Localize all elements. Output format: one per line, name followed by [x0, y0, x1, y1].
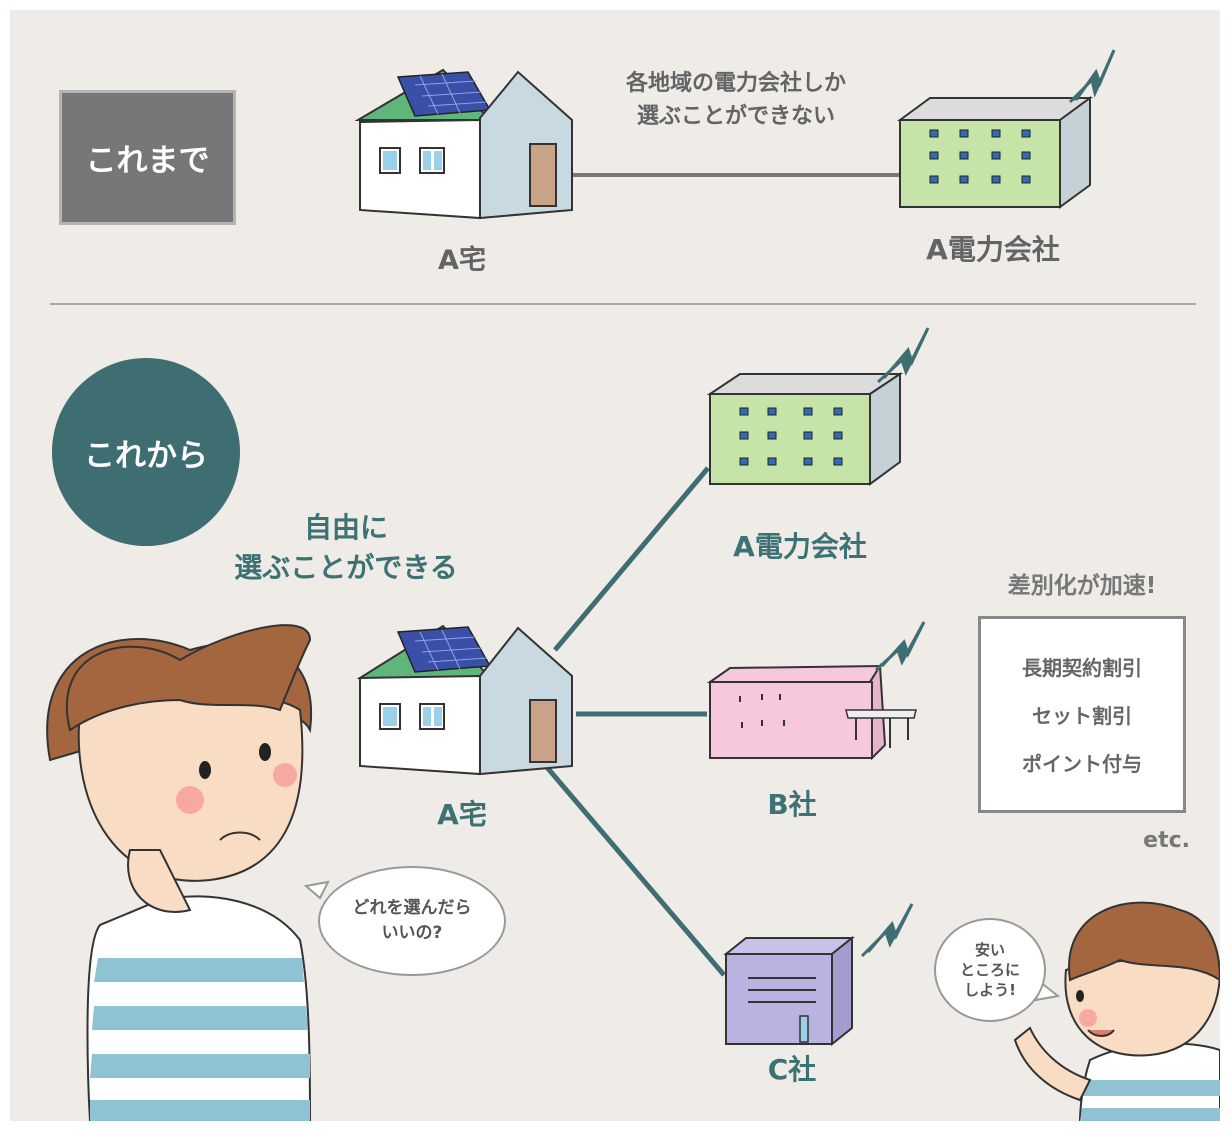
diff-item-points: ポイント付与 — [1022, 752, 1142, 776]
power-company-building-a — [706, 372, 904, 486]
speech-bubble-boy-line2: ところに — [959, 961, 1020, 979]
connection-line-a — [553, 466, 710, 652]
company-building-b — [706, 662, 917, 761]
before-caption-line2: 選ぶことができない — [636, 104, 835, 129]
after-headline-line2: 選ぶことができる — [234, 551, 458, 584]
before-caption-line1: 各地域の電力会社しか — [625, 71, 846, 96]
speech-bubble-boy-line1: 安い — [974, 941, 1005, 959]
house-icon-top — [354, 68, 573, 220]
speech-bubble-woman: どれを選んだら いいの? — [318, 866, 506, 976]
before-company-label: A電力会社 — [926, 233, 1060, 266]
speech-bubble-boy: 安い ところに しよう! — [934, 918, 1046, 1022]
lightning-icon-c — [860, 903, 914, 958]
after-headline: 自由に 選ぶことができる — [206, 508, 486, 588]
diff-list-box: 長期契約割引 セット割引 ポイント付与 — [978, 616, 1186, 813]
diff-item-long-term-discount: 長期契約割引 — [1022, 656, 1142, 680]
power-company-building-top — [896, 96, 1094, 209]
before-house-label: A宅 — [438, 245, 486, 276]
lightning-icon-a — [876, 327, 930, 384]
speech-bubble-woman-line2: いいの? — [381, 923, 443, 943]
speech-bubble-boy-line3: しよう! — [964, 981, 1016, 999]
before-caption: 各地域の電力会社しか 選ぶことができない — [596, 67, 876, 133]
diff-item-set-discount: セット割引 — [1032, 704, 1132, 728]
boy-character-illustration — [1013, 901, 1220, 1121]
after-badge: これから — [52, 358, 240, 546]
company-c-label: C社 — [767, 1053, 817, 1086]
woman-character-illustration — [46, 624, 313, 1121]
after-house-label: A宅 — [437, 798, 487, 831]
lightning-icon — [1068, 49, 1116, 104]
speech-bubble-woman-line1: どれを選んだら — [352, 898, 472, 918]
section-divider — [50, 303, 1196, 305]
speech-bubble-tail-woman — [303, 880, 330, 900]
company-building-c — [723, 935, 855, 1047]
etc-label: etc. — [1143, 828, 1190, 853]
diff-title: 差別化が加速! — [1007, 573, 1157, 599]
after-headline-line1: 自由に — [303, 511, 388, 544]
connection-line-c — [543, 763, 726, 977]
diagram-canvas: これまで 各地域の電力会社しか 選ぶことができない A宅 A電力会社 これから … — [10, 10, 1220, 1121]
diagram-graphics — [46, 49, 1220, 1121]
company-b-label: B社 — [767, 788, 817, 821]
house-icon-bottom — [356, 624, 573, 776]
lightning-icon-b — [874, 621, 926, 672]
before-badge: これまで — [59, 90, 236, 225]
company-a-label: A電力会社 — [733, 530, 867, 563]
